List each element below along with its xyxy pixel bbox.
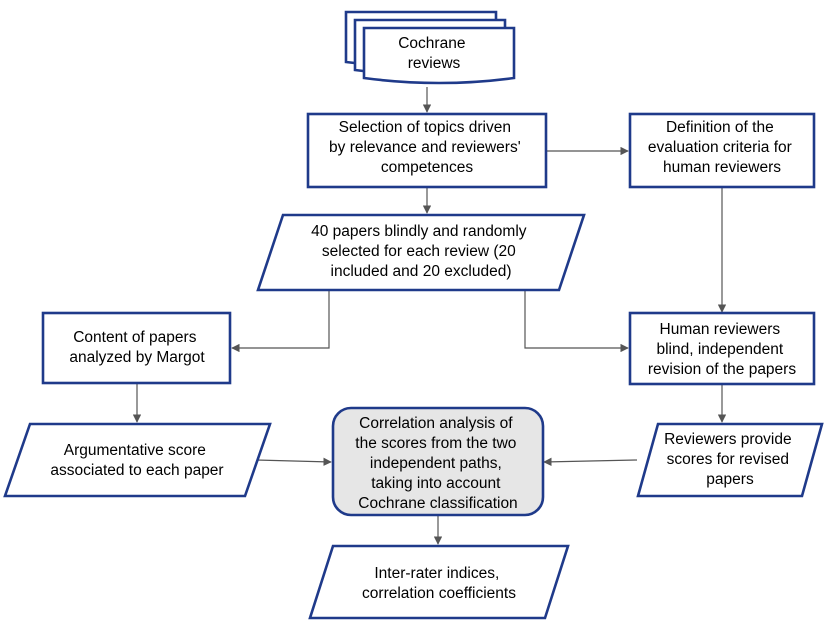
cochrane-line-2: reviews <box>408 55 461 72</box>
topic-selection-box <box>306 112 548 189</box>
svg-text:Human reviewers blind, i: Human reviewers blind, independent revis… <box>648 321 796 378</box>
argumentative-score-line-2: associated to each paper <box>50 462 223 479</box>
topic-selection-line-3: competences <box>381 159 473 176</box>
inter-rater-shape <box>308 544 570 620</box>
human-revision-line-2: blind, independent <box>656 341 783 358</box>
paper-selection-shape <box>256 213 586 292</box>
paper-selection-line-1: 40 papers blindly and randomly <box>311 223 527 240</box>
reviewer-scores-line-1: Reviewers provide <box>664 431 792 448</box>
correlation-analysis-line-2: the scores from the two <box>355 435 516 452</box>
argumentative-score-line-1: Argumentative score <box>64 442 206 459</box>
margot-analysis-line-1: Content of papers <box>73 329 196 346</box>
node-correlation-analysis: Correlation analysis of the scores from … <box>331 406 545 517</box>
margot-analysis-box <box>41 311 232 385</box>
connectors <box>132 87 727 545</box>
reviewer-scores-line-3: papers <box>706 471 754 488</box>
svg-text:Definition of the evalua: Definition of the evaluation criteria fo… <box>648 119 796 176</box>
topic-selection-line-2: by relevance and reviewers' <box>329 139 521 156</box>
paper-selection-line-2: selected for each review (20 <box>322 243 516 260</box>
edge-paper-selection-to-human-revision <box>524 290 629 353</box>
human-revision-line-3: revision of the papers <box>648 361 796 378</box>
correlation-analysis-line-5: Cochrane classification <box>358 495 517 512</box>
edge-paper-selection-to-margot <box>231 290 330 353</box>
svg-text:Inter-rater indices, cor: Inter-rater indices, correlation coeffic… <box>362 565 516 602</box>
svg-text:Reviewers provide scores: Reviewers provide scores for revised pap… <box>664 431 796 488</box>
inter-rater-line-2: correlation coefficients <box>362 585 516 602</box>
paper-selection-line-3: included and 20 excluded) <box>331 263 512 280</box>
correlation-analysis-line-1: Correlation analysis of <box>359 415 513 432</box>
edge-argumentative-score-to-correlation <box>255 457 332 466</box>
evaluation-criteria-box <box>628 112 816 189</box>
human-revision-box <box>628 311 816 386</box>
node-inter-rater: Inter-rater indices, correlation coeffic… <box>308 544 570 620</box>
reviewer-scores-shape <box>636 422 824 498</box>
evaluation-criteria-line-2: evaluation criteria for <box>648 139 792 156</box>
svg-text:Cochrane reviews: Cochrane reviews <box>398 35 470 72</box>
evaluation-criteria-line-1: Definition of the <box>666 119 774 136</box>
node-human-revision: Human reviewers blind, independent revis… <box>628 311 816 386</box>
svg-text:Argumentative score asso: Argumentative score associated to each p… <box>50 442 223 479</box>
node-reviewer-scores: Reviewers provide scores for revised pap… <box>636 422 824 498</box>
topic-selection-line-1: Selection of topics driven <box>339 119 511 136</box>
cochrane-line-1: Cochrane <box>398 35 465 52</box>
node-cochrane-reviews: Cochrane reviews <box>344 10 516 85</box>
node-paper-selection: 40 papers blindly and randomly selected … <box>256 213 586 292</box>
node-topic-selection: Selection of topics driven by relevance … <box>306 112 548 189</box>
svg-text:Content of papers analyz: Content of papers analyzed by Margot <box>69 329 205 366</box>
correlation-analysis-line-3: independent paths, <box>370 455 502 472</box>
node-argumentative-score: Argumentative score associated to each p… <box>3 422 272 498</box>
node-evaluation-criteria: Definition of the evaluation criteria fo… <box>628 112 816 189</box>
node-margot-analysis: Content of papers analyzed by Margot <box>41 311 232 385</box>
svg-text:40 papers blindly and randomly: 40 papers blindly and randomly selected … <box>311 223 531 280</box>
edge-reviewer-scores-to-correlation <box>543 457 638 467</box>
human-revision-line-1: Human reviewers <box>660 321 781 338</box>
margot-analysis-line-2: analyzed by Margot <box>69 349 205 366</box>
correlation-analysis-box <box>331 406 545 517</box>
svg-text:Selection of topics driven: Selection of topics driven by relevance … <box>329 119 525 176</box>
evaluation-criteria-line-3: human reviewers <box>663 159 781 176</box>
svg-text:Correlation analysis of: Correlation analysis of the scores from … <box>355 415 520 512</box>
argumentative-score-shape <box>3 422 272 498</box>
inter-rater-line-1: Inter-rater indices, <box>374 565 499 582</box>
document-stack-front <box>362 26 516 85</box>
correlation-analysis-line-4: taking into account <box>371 475 501 492</box>
reviewer-scores-line-2: scores for revised <box>667 451 789 468</box>
